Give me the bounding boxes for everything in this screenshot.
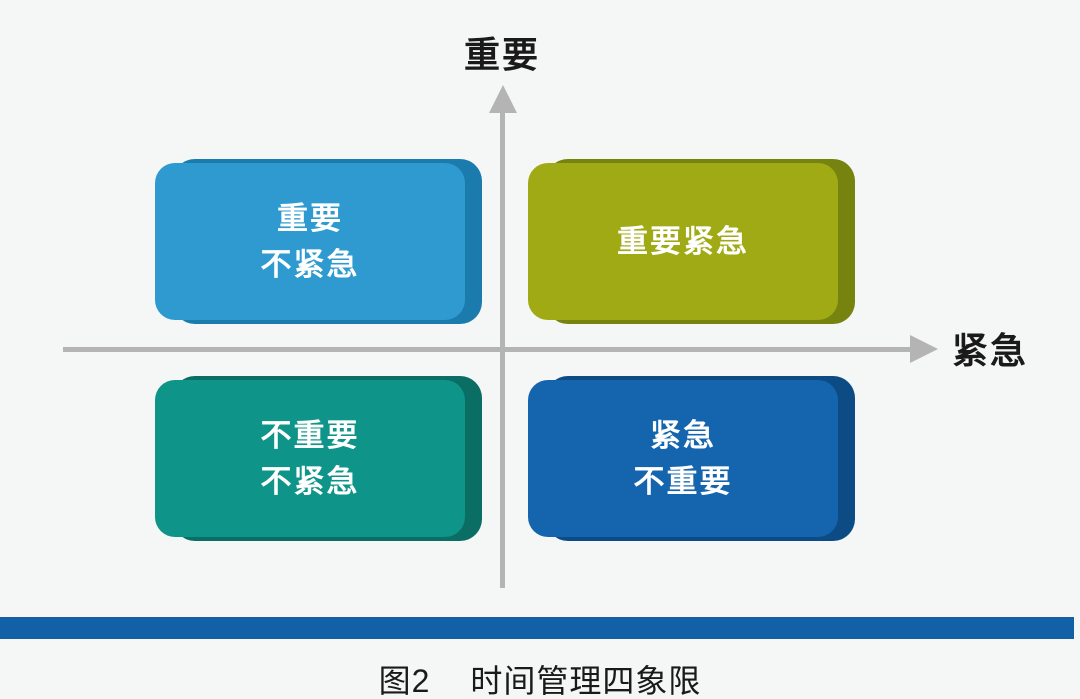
divider-bar [0, 617, 1074, 639]
figure-caption-title: 时间管理四象限 [470, 663, 702, 699]
x-axis-arrowhead-icon [910, 335, 938, 363]
figure-caption-number: 图2 [378, 663, 431, 699]
figure-caption: 图2 时间管理四象限 [0, 656, 1080, 699]
y-axis-label: 重要 [463, 34, 541, 75]
quadrant-label-line: 重要 [277, 200, 343, 236]
quadrant-label-line: 不紧急 [260, 463, 360, 499]
quadrant-label-line: 紧急 [650, 417, 716, 453]
quadrant-label-line: 重要紧急 [617, 223, 749, 259]
quadrant-urgent-not-important: 紧急 不重要 [528, 376, 855, 541]
quadrant-not-important-not-urgent: 不重要 不紧急 [155, 376, 482, 541]
quadrant-important-urgent: 重要紧急 [528, 159, 855, 324]
quadrant-important-not-urgent: 重要 不紧急 [155, 159, 482, 324]
quadrant-label-line: 不紧急 [260, 246, 360, 282]
x-axis-label: 紧急 [952, 329, 1029, 371]
x-axis-line [63, 347, 912, 352]
quadrant-label-line: 不重要 [260, 417, 360, 453]
quadrant-label-line: 不重要 [633, 463, 733, 499]
